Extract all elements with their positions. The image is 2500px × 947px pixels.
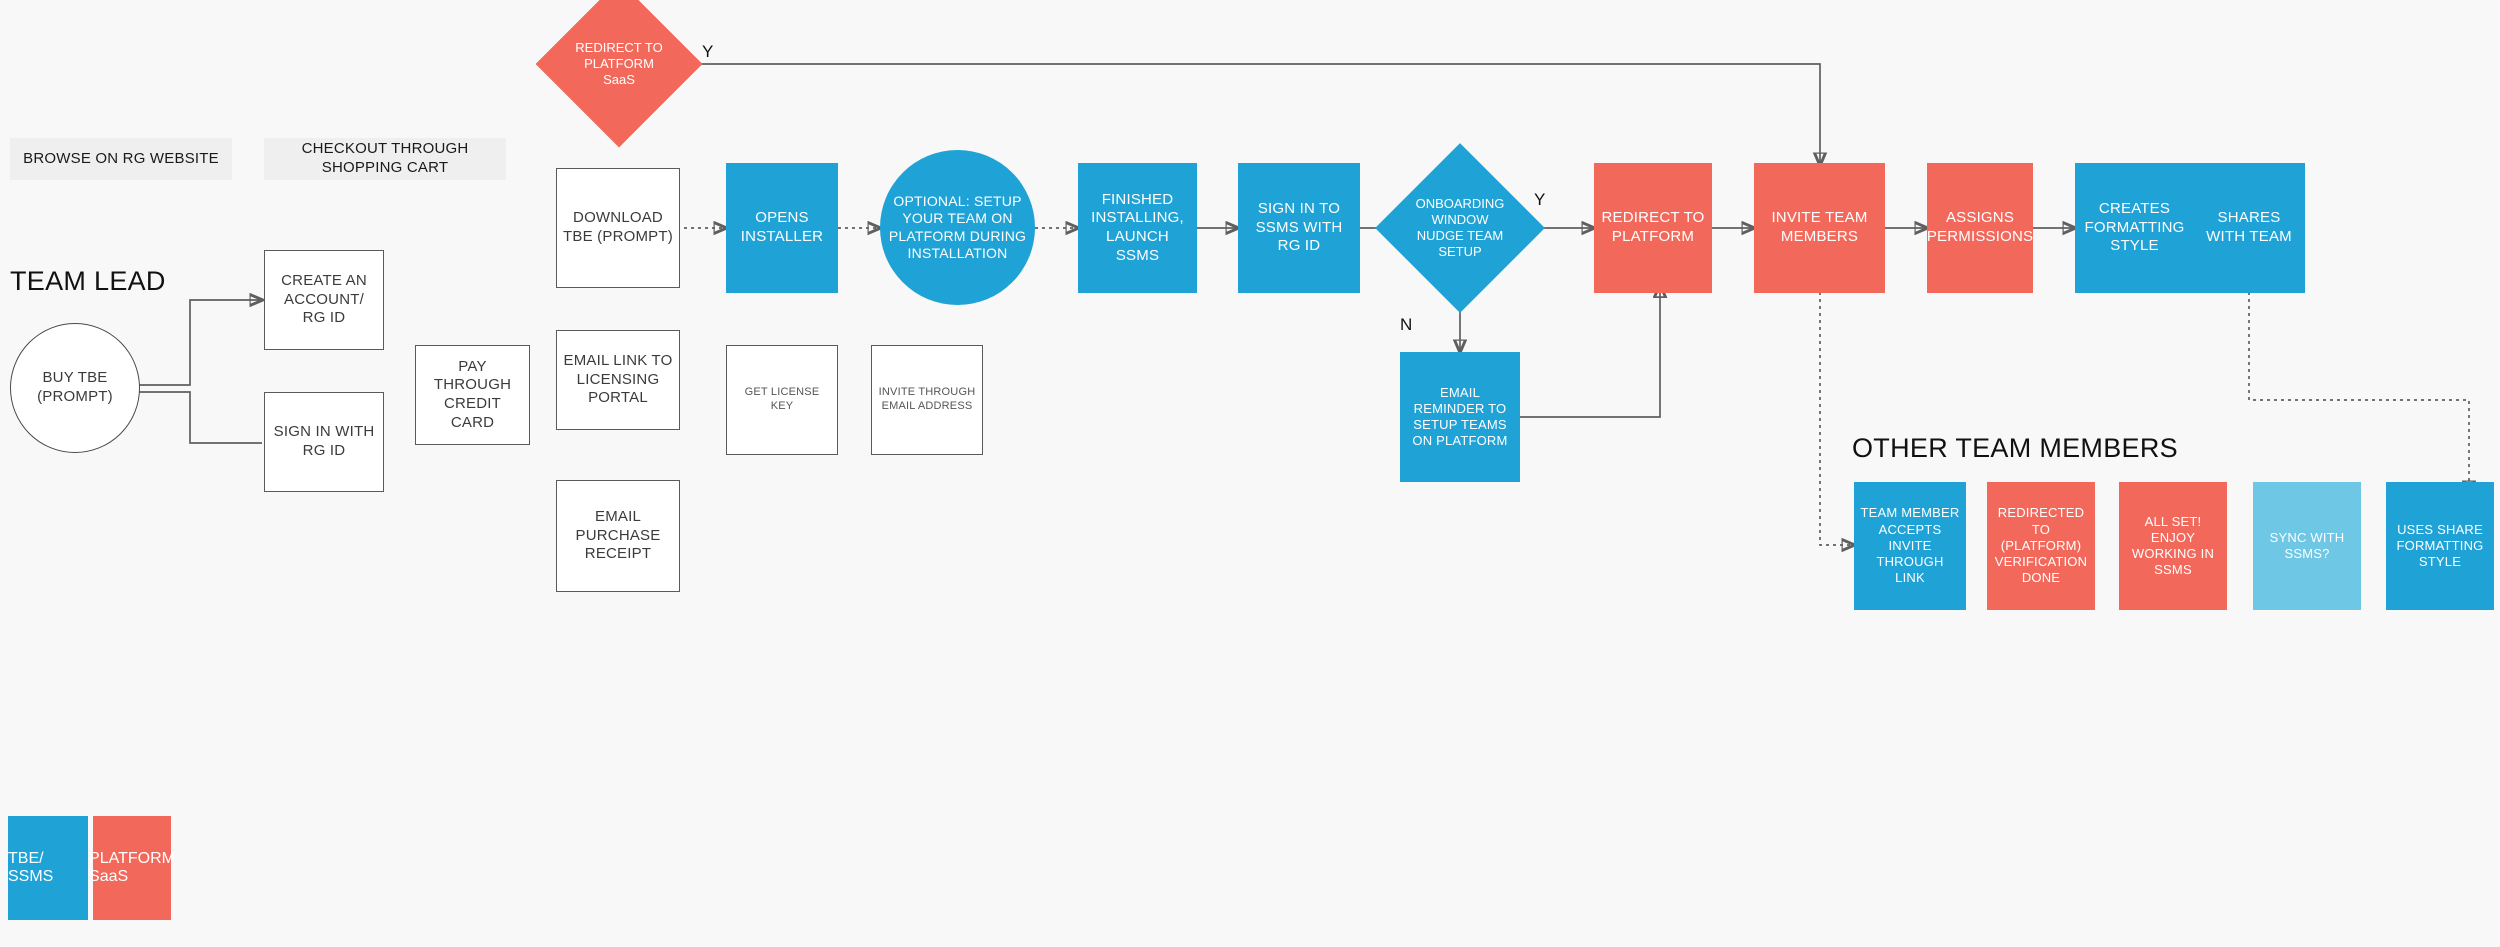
node-shares-with-team-label: SHARES WITH TEAM xyxy=(2206,209,2292,245)
node-all-set-enjoy-working-label: ALL SET! ENJOY WORKING IN SSMS xyxy=(2131,513,2215,578)
node-team-member-accepts-invite-label: TEAM MEMBER ACCEPTS INVITE THROUGH LINK xyxy=(1860,505,1960,586)
legend-swatch-tbe-ssms: TBE/ SSMS xyxy=(8,816,88,920)
node-pay-through-credit-card-label: PAY THROUGH CREDIT CARD xyxy=(433,357,512,431)
legend-swatch-tbe-ssms-label: TBE/ SSMS xyxy=(8,850,54,885)
chip-browse-on-rg-website[interactable]: BROWSE ON RG WEBSITE xyxy=(10,138,232,180)
node-create-an-account-label: CREATE AN ACCOUNT/ RG ID xyxy=(281,271,367,327)
node-redirect-to-platform-label: REDIRECT TO PLATFORM xyxy=(1601,209,1705,245)
node-redirected-platform-verification-done[interactable]: REDIRECTED TO (PLATFORM) VERIFICATION DO… xyxy=(1987,482,2095,610)
decision-onboarding-window-nudge-label: ONBOARDING WINDOW NUDGE TEAM SETUP xyxy=(1415,195,1505,260)
node-buy-tbe[interactable]: BUY TBE (PROMPT) xyxy=(10,323,140,453)
node-download-tbe[interactable]: DOWNLOAD TBE (PROMPT) xyxy=(556,168,680,288)
node-invite-team-members[interactable]: INVITE TEAM MEMBERS xyxy=(1754,163,1885,293)
node-sync-with-ssms[interactable]: SYNC WITH SSMS? xyxy=(2253,482,2361,610)
chip-checkout-through-shopping-cart-label: CHECKOUT THROUGH SHOPPING CART xyxy=(301,140,469,176)
node-opens-installer-label: OPENS INSTALLER xyxy=(740,209,824,245)
node-email-reminder-setup-teams-label: EMAIL REMINDER TO SETUP TEAMS ON PLATFOR… xyxy=(1412,384,1508,449)
section-heading-other-team-members: OTHER TEAM MEMBERS xyxy=(1852,433,2178,463)
node-sign-in-with-rg-id-label: SIGN IN WITH RG ID xyxy=(273,423,375,459)
decision-redirect-to-platform-saas-label: REDIRECT TO PLATFORM SaaS xyxy=(575,39,663,88)
node-pay-through-credit-card[interactable]: PAY THROUGH CREDIT CARD xyxy=(415,345,530,445)
node-email-reminder-setup-teams[interactable]: EMAIL REMINDER TO SETUP TEAMS ON PLATFOR… xyxy=(1400,352,1520,482)
section-heading-team-lead: TEAM LEAD xyxy=(10,266,166,296)
legend-swatch-platform-saas-label: PLATFORM SaaS xyxy=(89,850,175,885)
node-team-member-accepts-invite[interactable]: TEAM MEMBER ACCEPTS INVITE THROUGH LINK xyxy=(1854,482,1966,610)
node-email-link-to-licensing-portal-label: EMAIL LINK TO LICENSING PORTAL xyxy=(563,351,673,407)
node-download-tbe-label: DOWNLOAD TBE (PROMPT) xyxy=(563,209,673,245)
node-sign-in-to-ssms-label: SIGN IN TO SSMS WITH RG ID xyxy=(1255,199,1343,255)
node-creates-formatting-style-label: CREATES FORMATTING STYLE xyxy=(2084,199,2185,255)
chip-checkout-through-shopping-cart[interactable]: CHECKOUT THROUGH SHOPPING CART xyxy=(264,138,506,180)
node-opens-installer[interactable]: OPENS INSTALLER xyxy=(726,163,838,293)
node-buy-tbe-label: BUY TBE (PROMPT) xyxy=(37,369,113,405)
node-sign-in-to-ssms[interactable]: SIGN IN TO SSMS WITH RG ID xyxy=(1238,163,1360,293)
node-email-purchase-receipt[interactable]: EMAIL PURCHASE RECEIPT xyxy=(556,480,680,592)
node-sign-in-with-rg-id[interactable]: SIGN IN WITH RG ID xyxy=(264,392,384,492)
chip-browse-on-rg-website-label: BROWSE ON RG WEBSITE xyxy=(23,149,219,167)
node-uses-share-formatting-style-label: USES SHARE FORMATTING STYLE xyxy=(2396,521,2484,570)
decision-onboarding-window-nudge[interactable]: ONBOARDING WINDOW NUDGE TEAM SETUP xyxy=(1375,143,1545,313)
node-redirect-to-platform[interactable]: REDIRECT TO PLATFORM xyxy=(1594,163,1712,293)
node-shares-with-team[interactable]: SHARES WITH TEAM xyxy=(2193,163,2305,293)
node-finished-installing[interactable]: FINISHED INSTALLING, LAUNCH SSMS xyxy=(1078,163,1197,293)
edge-label-yes-top: Y xyxy=(702,42,714,61)
decision-redirect-to-platform-saas[interactable]: REDIRECT TO PLATFORM SaaS xyxy=(535,0,703,148)
edge-label-no-onboarding: N xyxy=(1400,315,1413,334)
node-all-set-enjoy-working[interactable]: ALL SET! ENJOY WORKING IN SSMS xyxy=(2119,482,2227,610)
edge-label-yes-onboarding: Y xyxy=(1534,190,1546,209)
legend-swatch-platform-saas: PLATFORM SaaS xyxy=(89,816,175,920)
node-creates-formatting-style[interactable]: CREATES FORMATTING STYLE xyxy=(2075,163,2194,293)
node-email-purchase-receipt-label: EMAIL PURCHASE RECEIPT xyxy=(575,507,661,563)
node-uses-share-formatting-style[interactable]: USES SHARE FORMATTING STYLE xyxy=(2386,482,2494,610)
node-finished-installing-label: FINISHED INSTALLING, LAUNCH SSMS xyxy=(1091,190,1184,264)
node-get-license-key[interactable]: GET LICENSE KEY xyxy=(726,345,838,455)
node-invite-through-email-address[interactable]: INVITE THROUGH EMAIL ADDRESS xyxy=(871,345,983,455)
node-invite-team-members-label: INVITE TEAM MEMBERS xyxy=(1771,209,1868,245)
node-redirected-platform-verification-done-label: REDIRECTED TO (PLATFORM) VERIFICATION DO… xyxy=(1994,505,2088,586)
node-assigns-permissions-label: ASSIGNS PERMISSIONS xyxy=(1926,209,2034,245)
node-sync-with-ssms-label: SYNC WITH SSMS? xyxy=(2269,529,2345,561)
node-optional-setup-team-label: OPTIONAL: SETUP YOUR TEAM ON PLATFORM DU… xyxy=(888,192,1027,262)
node-optional-setup-team[interactable]: OPTIONAL: SETUP YOUR TEAM ON PLATFORM DU… xyxy=(880,150,1035,305)
node-assigns-permissions[interactable]: ASSIGNS PERMISSIONS xyxy=(1927,163,2033,293)
node-create-an-account[interactable]: CREATE AN ACCOUNT/ RG ID xyxy=(264,250,384,350)
node-get-license-key-label: GET LICENSE KEY xyxy=(744,386,820,412)
node-email-link-to-licensing-portal[interactable]: EMAIL LINK TO LICENSING PORTAL xyxy=(556,330,680,430)
node-invite-through-email-address-label: INVITE THROUGH EMAIL ADDRESS xyxy=(878,386,976,412)
